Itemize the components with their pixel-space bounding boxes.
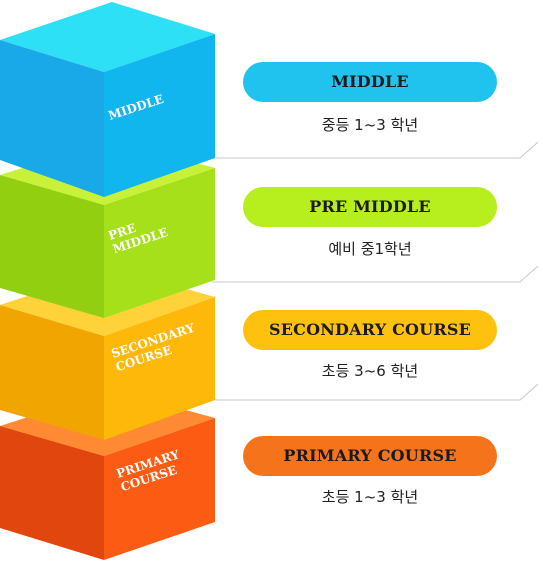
level-detail-primary-course: 초등 1~3 학년 [321, 488, 419, 506]
level-pill-pre-middle: PRE MIDDLE [243, 187, 497, 227]
connector-line-2 [212, 265, 539, 283]
level-detail-pre-middle: 예비 중1학년 [328, 240, 412, 258]
connector-line-3 [212, 383, 539, 401]
level-pill-primary-course: PRIMARY COURSE [243, 436, 497, 476]
level-detail-secondary-course: 초등 3~6 학년 [321, 362, 419, 380]
connector-line-1 [212, 141, 539, 159]
cube-middle: MIDDLE [0, 2, 215, 197]
level-detail-middle: 중등 1~3 학년 [321, 116, 419, 134]
level-pill-secondary-course: SECONDARY COURSE [243, 310, 497, 350]
level-pill-middle: MIDDLE [243, 62, 497, 102]
